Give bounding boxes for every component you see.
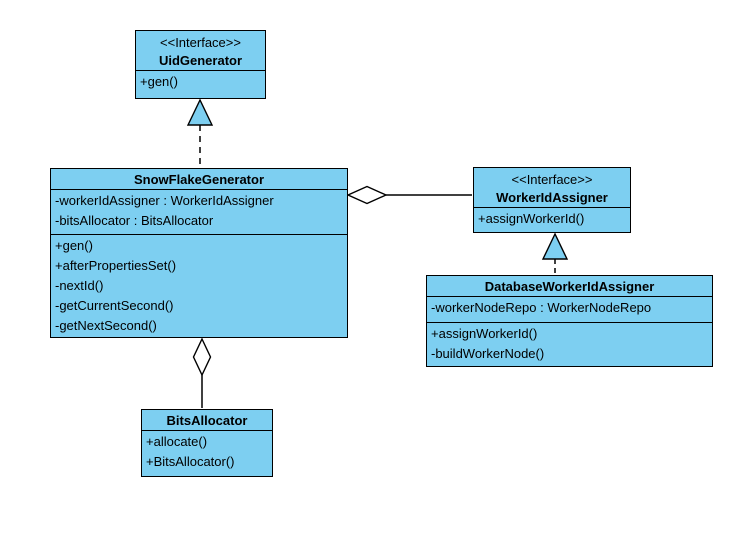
attributes-compartment: -workerIdAssigner : WorkerIdAssigner -bit… (51, 189, 347, 234)
method-item: +BitsAllocator() (146, 454, 235, 469)
realization-triangle-icon (186, 98, 214, 126)
class-title-compartment: <<Interface>> UidGenerator (136, 31, 265, 70)
attribute-item: -bitsAllocator : BitsAllocator (55, 213, 214, 228)
methods-compartment: +assignWorkerId() -buildWorkerNode() (427, 322, 712, 366)
method-item: -nextId() (55, 278, 104, 293)
class-box-uidgenerator: <<Interface>> UidGenerator +gen() (135, 30, 266, 99)
aggregation-diamond-icon (192, 337, 212, 377)
methods-compartment: +allocate() +BitsAllocator() (142, 430, 272, 476)
method-item: +assignWorkerId() (431, 326, 538, 341)
stereotype-label: <<Interface>> (511, 172, 593, 187)
class-name: BitsAllocator (166, 413, 248, 428)
attribute-item: -workerIdAssigner : WorkerIdAssigner (55, 193, 274, 208)
class-title-compartment: DatabaseWorkerIdAssigner (427, 276, 712, 296)
method-item: -getCurrentSecond() (55, 298, 174, 313)
method-item: +assignWorkerId() (478, 211, 585, 226)
attribute-item: -workerNodeRepo : WorkerNodeRepo (431, 300, 652, 315)
class-name: DatabaseWorkerIdAssigner (484, 279, 655, 294)
class-title-compartment: SnowFlakeGenerator (51, 169, 347, 189)
class-box-workeridassigner: <<Interface>> WorkerIdAssigner +assignWo… (473, 167, 631, 233)
method-item: +gen() (55, 238, 93, 253)
method-item: +afterPropertiesSet() (55, 258, 177, 273)
class-box-bitsallocator: BitsAllocator +allocate() +BitsAllocator(… (141, 409, 273, 477)
class-title-compartment: BitsAllocator (142, 410, 272, 430)
class-name: SnowFlakeGenerator (133, 172, 265, 187)
method-item: +allocate() (146, 434, 208, 449)
class-title-compartment: <<Interface>> WorkerIdAssigner (474, 168, 630, 207)
class-name: WorkerIdAssigner (496, 190, 608, 205)
method-item: +gen() (140, 74, 178, 89)
class-box-snowflakegenerator: SnowFlakeGenerator -workerIdAssigner : W… (50, 168, 348, 338)
realization-triangle-icon (541, 232, 569, 260)
methods-compartment: +assignWorkerId() (474, 207, 630, 232)
class-box-databaseworkeridassigner: DatabaseWorkerIdAssigner -workerNodeRepo… (426, 275, 713, 367)
methods-compartment: +gen() +afterPropertiesSet() -nextId() -get… (51, 234, 347, 337)
method-item: -getNextSecond() (55, 318, 157, 333)
aggregation-diamond-icon (346, 185, 388, 205)
methods-compartment: +gen() (136, 70, 265, 98)
method-item: -buildWorkerNode() (431, 346, 545, 361)
stereotype-label: <<Interface>> (160, 35, 241, 50)
class-name: UidGenerator (158, 53, 243, 68)
attributes-compartment: -workerNodeRepo : WorkerNodeRepo (427, 296, 712, 322)
